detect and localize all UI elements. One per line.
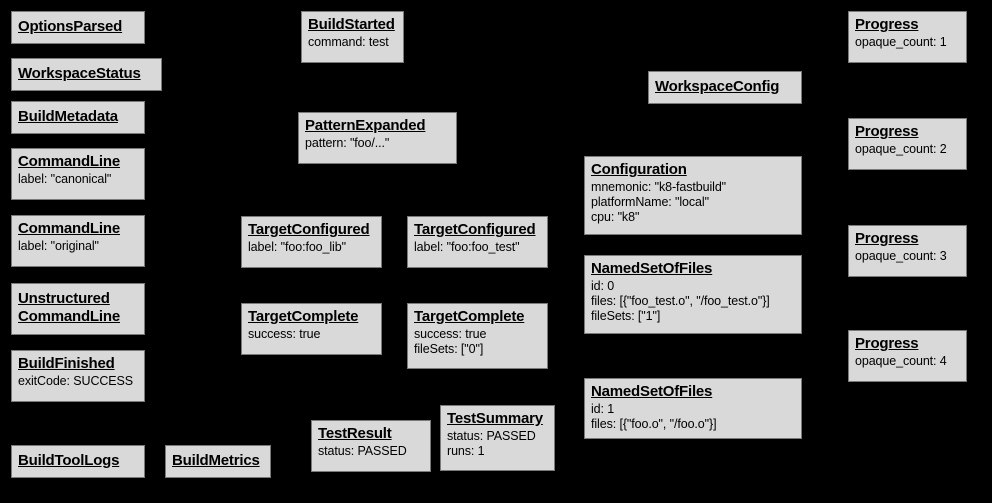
node-title: CommandLine <box>18 220 120 237</box>
node-title: BuildStarted <box>308 16 395 33</box>
node-fields: opaque_count: 3 <box>855 249 960 264</box>
node-title: NamedSetOfFiles <box>591 383 713 400</box>
node-field: pattern: "foo/..." <box>305 135 390 150</box>
node-title: NamedSetOfFiles <box>591 260 713 277</box>
node-field: label: "foo:foo_test" <box>414 239 520 254</box>
node-field: opaque_count: 1 <box>855 34 947 49</box>
node-field: platformName: "local" <box>591 194 709 209</box>
node-field: id: 1 <box>591 401 615 416</box>
node-fields: opaque_count: 2 <box>855 142 960 157</box>
node-title: TargetConfigured <box>414 221 536 238</box>
node-title: WorkspaceStatus <box>18 64 141 82</box>
node-options-parsed[interactable]: OptionsParsed <box>11 11 145 44</box>
node-build-tool-logs[interactable]: BuildToolLogs <box>11 445 145 478</box>
node-title: Progress <box>855 123 919 140</box>
node-title: BuildMetadata <box>18 107 118 125</box>
node-title: BuildToolLogs <box>18 451 120 469</box>
node-fields: command: test <box>308 35 397 50</box>
node-workspace-config[interactable]: WorkspaceConfig <box>648 71 802 104</box>
node-title: CommandLine <box>18 153 120 170</box>
node-field: opaque_count: 2 <box>855 141 947 156</box>
node-fields: opaque_count: 1 <box>855 35 960 50</box>
node-field: exitCode: SUCCESS <box>18 373 134 388</box>
node-field: files: [{"foo.o", "/foo.o"}] <box>591 416 717 431</box>
node-field: runs: 1 <box>447 443 485 458</box>
node-build-metadata[interactable]: BuildMetadata <box>11 101 145 134</box>
node-title: PatternExpanded <box>305 117 426 134</box>
node-title: BuildMetrics <box>172 451 260 469</box>
node-fields: exitCode: SUCCESS <box>18 374 138 389</box>
node-title: TargetComplete <box>248 308 359 325</box>
node-fields: success: true <box>248 327 375 342</box>
node-fields: status: PASSED <box>318 444 424 459</box>
node-field: label: "canonical" <box>18 171 112 186</box>
node-field: command: test <box>308 34 389 49</box>
node-fields: opaque_count: 4 <box>855 354 960 369</box>
node-unstructured-command-line[interactable]: Unstructured CommandLine <box>11 283 145 335</box>
node-title: Progress <box>855 16 919 33</box>
node-field: label: "original" <box>18 238 99 253</box>
node-field: fileSets: ["1"] <box>591 309 661 324</box>
node-fields: pattern: "foo/..." <box>305 136 450 151</box>
node-title: Configuration <box>591 161 687 178</box>
node-field: files: [{"foo_test.o", "/foo_test.o"}] <box>591 293 770 308</box>
node-fields: label: "foo:foo_test" <box>414 240 541 255</box>
node-field: mnemonic: "k8-fastbuild" <box>591 179 727 194</box>
node-field: status: PASSED <box>447 428 536 443</box>
node-title: OptionsParsed <box>18 17 123 35</box>
node-title: Progress <box>855 230 919 247</box>
node-title: BuildFinished <box>18 355 115 372</box>
node-field: label: "foo:foo_lib" <box>248 239 346 254</box>
node-field: fileSets: ["0"] <box>414 341 484 356</box>
node-title: TargetConfigured <box>248 221 370 238</box>
node-field: id: 0 <box>591 278 615 293</box>
node-field: opaque_count: 3 <box>855 248 947 263</box>
node-title: Progress <box>855 335 919 352</box>
node-title: Unstructured CommandLine <box>18 290 120 325</box>
node-build-metrics[interactable]: BuildMetrics <box>165 445 271 478</box>
node-workspace-status[interactable]: WorkspaceStatus <box>11 58 162 91</box>
node-field: success: true <box>414 326 487 341</box>
node-fields: label: "foo:foo_lib" <box>248 240 375 255</box>
node-field: cpu: "k8" <box>591 210 640 225</box>
node-title: TestSummary <box>447 410 543 427</box>
node-field: status: PASSED <box>318 443 407 458</box>
node-field: success: true <box>248 326 321 341</box>
node-title: TargetComplete <box>414 308 525 325</box>
node-fields: label: "canonical" <box>18 172 138 187</box>
node-title: WorkspaceConfig <box>655 77 780 95</box>
node-fields: label: "original" <box>18 239 138 254</box>
node-fields: mnemonic: "k8-fastbuild"platformName: "l… <box>591 180 795 226</box>
node-title: TestResult <box>318 425 392 442</box>
node-field: opaque_count: 4 <box>855 353 947 368</box>
